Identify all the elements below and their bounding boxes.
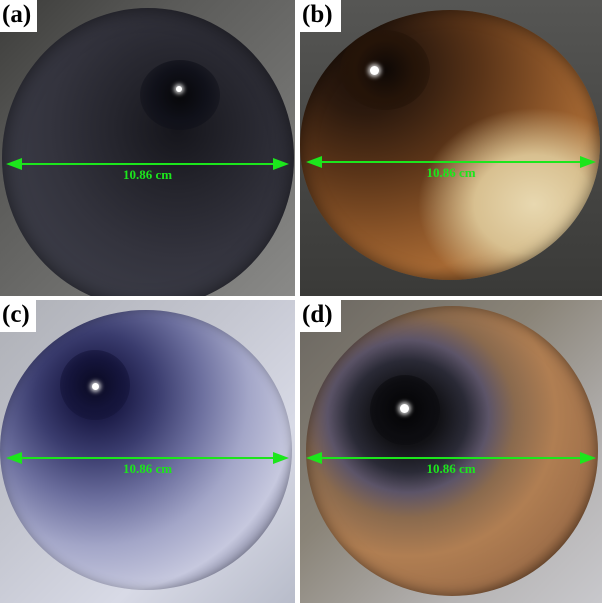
pipe-interior — [2, 8, 294, 296]
panel-label: (b) — [300, 0, 341, 32]
arrow-right-icon — [273, 452, 289, 464]
arrow-right-icon — [273, 158, 289, 170]
pipe-interior — [306, 306, 598, 596]
arrow-right-icon — [580, 452, 596, 464]
measure-label: 10.86 cm — [122, 167, 173, 182]
diameter-measurement: 10.86 cm — [0, 450, 295, 480]
diameter-measurement: 10.86 cm — [300, 154, 602, 184]
panel-b: 10.86 cm (b) — [300, 0, 602, 296]
measure-label: 10.86 cm — [426, 165, 476, 180]
diameter-measurement: 10.86 cm — [0, 156, 295, 186]
pipe-bore — [140, 60, 220, 130]
pipe-interior — [0, 310, 292, 590]
measure-line — [310, 457, 592, 459]
arrow-right-icon — [580, 156, 596, 168]
pipe-bore — [340, 30, 430, 110]
light-source — [92, 383, 99, 390]
measure-label: 10.86 cm — [122, 461, 173, 476]
diameter-measurement: 10.86 cm — [300, 450, 602, 480]
measure-line — [10, 163, 285, 165]
panel-a: 10.86 cm (a) — [0, 0, 295, 296]
light-source — [370, 66, 379, 75]
arrow-left-icon — [306, 156, 322, 168]
light-source — [400, 404, 409, 413]
panel-label: (a) — [0, 0, 37, 32]
arrow-left-icon — [6, 452, 22, 464]
panel-c: 10.86 cm (c) — [0, 300, 295, 603]
light-source — [176, 86, 182, 92]
panel-label: (c) — [0, 300, 36, 332]
measure-line — [310, 161, 592, 163]
arrow-left-icon — [6, 158, 22, 170]
measure-line — [10, 457, 285, 459]
panel-label: (d) — [300, 300, 341, 332]
arrow-left-icon — [306, 452, 322, 464]
panel-d: 10.86 cm (d) — [300, 300, 602, 603]
measure-label: 10.86 cm — [426, 461, 476, 476]
